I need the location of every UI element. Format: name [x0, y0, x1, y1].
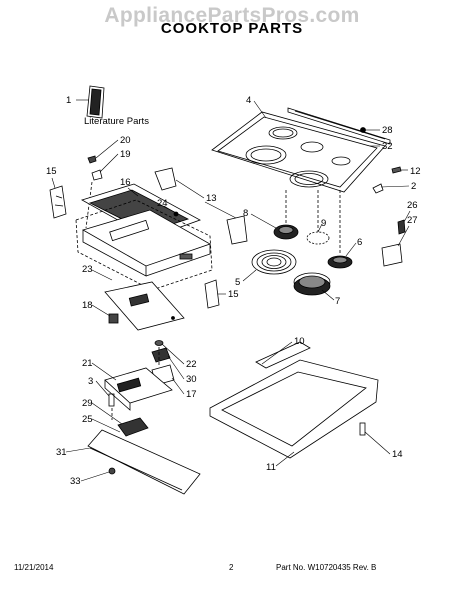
callout-26: 26	[407, 200, 418, 211]
page-title: COOKTOP PARTS	[160, 20, 304, 37]
callout-11: 11	[266, 462, 276, 473]
manual-caption: Literature Parts	[84, 116, 149, 127]
element-7	[293, 272, 331, 296]
callout-12: 12	[410, 166, 421, 177]
control-panel-front-31	[87, 429, 201, 495]
footer-part-number: Part No. W10720435 Rev. B	[276, 563, 377, 572]
footer-page-number: 2	[229, 563, 234, 572]
element-9	[306, 231, 330, 245]
control-board	[104, 281, 185, 331]
rear-trim	[287, 107, 391, 145]
switch-18	[108, 313, 119, 324]
side-bracket-left	[49, 185, 67, 219]
bracket-13-left	[154, 167, 177, 191]
side-bracket-right	[204, 279, 220, 309]
bracket-27	[381, 243, 403, 267]
screw-33	[108, 467, 116, 475]
callout-15b: 15	[228, 289, 239, 300]
bracket-2	[372, 183, 384, 194]
callout-21: 21	[82, 358, 93, 369]
callout-27: 27	[407, 215, 418, 226]
callout-14: 14	[392, 449, 403, 460]
switch-30	[151, 347, 171, 363]
element-5	[251, 249, 297, 275]
control-panel-23	[81, 209, 211, 277]
screw-28	[360, 127, 366, 133]
callout-25: 25	[82, 414, 93, 425]
callout-24: 24	[157, 198, 168, 209]
callout-17: 17	[186, 389, 197, 400]
clip-19	[91, 169, 103, 181]
callout-1: 1	[66, 95, 71, 106]
callout-8: 8	[243, 208, 248, 219]
callout-16: 16	[120, 177, 131, 188]
callout-19: 19	[120, 149, 131, 160]
callout-10: 10	[294, 336, 305, 347]
callout-28: 28	[382, 125, 393, 136]
callout-22: 22	[186, 359, 197, 370]
callout-18: 18	[82, 300, 93, 311]
callout-5: 5	[235, 277, 240, 288]
callout-15: 15	[46, 166, 57, 177]
callout-3: 3	[88, 376, 93, 387]
knob-22	[154, 340, 164, 346]
callout-29: 29	[82, 398, 93, 409]
footer-date: 11/21/2014	[14, 563, 54, 572]
part-3	[108, 393, 115, 407]
callout-31: 31	[56, 447, 67, 458]
cooktop-glass	[211, 111, 386, 193]
callout-7: 7	[335, 296, 340, 307]
switch-board-21	[104, 367, 173, 411]
screw-20	[87, 155, 97, 164]
watermark: AppliancePartsPros.com	[104, 4, 360, 27]
callout-2: 2	[411, 181, 416, 192]
callout-9: 9	[321, 218, 326, 229]
clip-12	[391, 166, 402, 174]
callout-30: 30	[186, 374, 197, 385]
callout-13: 13	[206, 193, 217, 204]
callout-4: 4	[246, 95, 251, 106]
part-29	[117, 417, 149, 437]
callout-33: 33	[70, 476, 81, 487]
screw-24	[173, 211, 179, 217]
callout-23: 23	[82, 264, 93, 275]
callout-6: 6	[357, 237, 362, 248]
burner-box	[209, 341, 379, 459]
callout-32: 32	[382, 141, 393, 152]
literature-manual	[86, 85, 105, 119]
screw-26	[397, 219, 406, 235]
screw-14	[359, 422, 366, 436]
callout-20: 20	[120, 135, 131, 146]
bracket-13-right	[226, 215, 248, 245]
